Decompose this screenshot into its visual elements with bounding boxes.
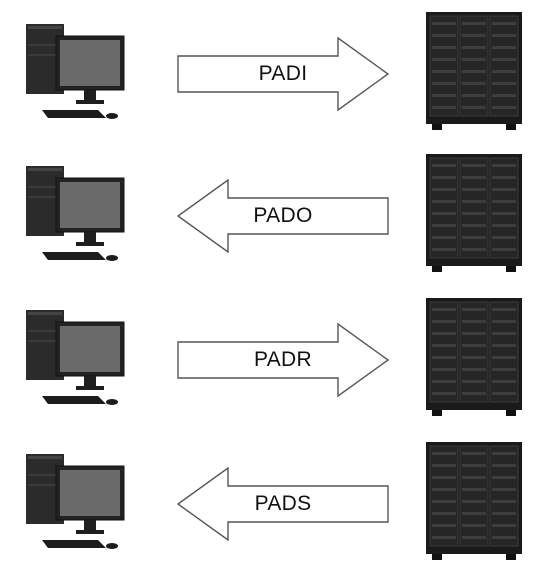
desktop-computer-icon — [26, 24, 125, 119]
server-rack-icon — [426, 154, 522, 272]
message-label: PADR — [254, 348, 312, 371]
arrow-right-icon — [177, 322, 390, 398]
server-rack-icon — [426, 12, 522, 130]
arrow-left-icon — [176, 178, 389, 254]
message-label: PADI — [258, 62, 308, 85]
desktop-computer-icon — [26, 310, 125, 405]
exchange-row-1: PADI — [0, 6, 548, 136]
arrow-right-icon — [177, 36, 390, 112]
desktop-computer-icon — [26, 454, 125, 549]
exchange-row-3: PADR — [0, 292, 548, 422]
arrow-left-icon — [176, 466, 389, 542]
message-label: PADS — [254, 492, 312, 515]
message-label: PADO — [253, 204, 313, 227]
exchange-row-2: PADO — [0, 148, 548, 278]
server-rack-icon — [426, 442, 522, 560]
desktop-computer-icon — [26, 166, 125, 261]
exchange-row-4: PADS — [0, 436, 548, 566]
server-rack-icon — [426, 298, 522, 416]
